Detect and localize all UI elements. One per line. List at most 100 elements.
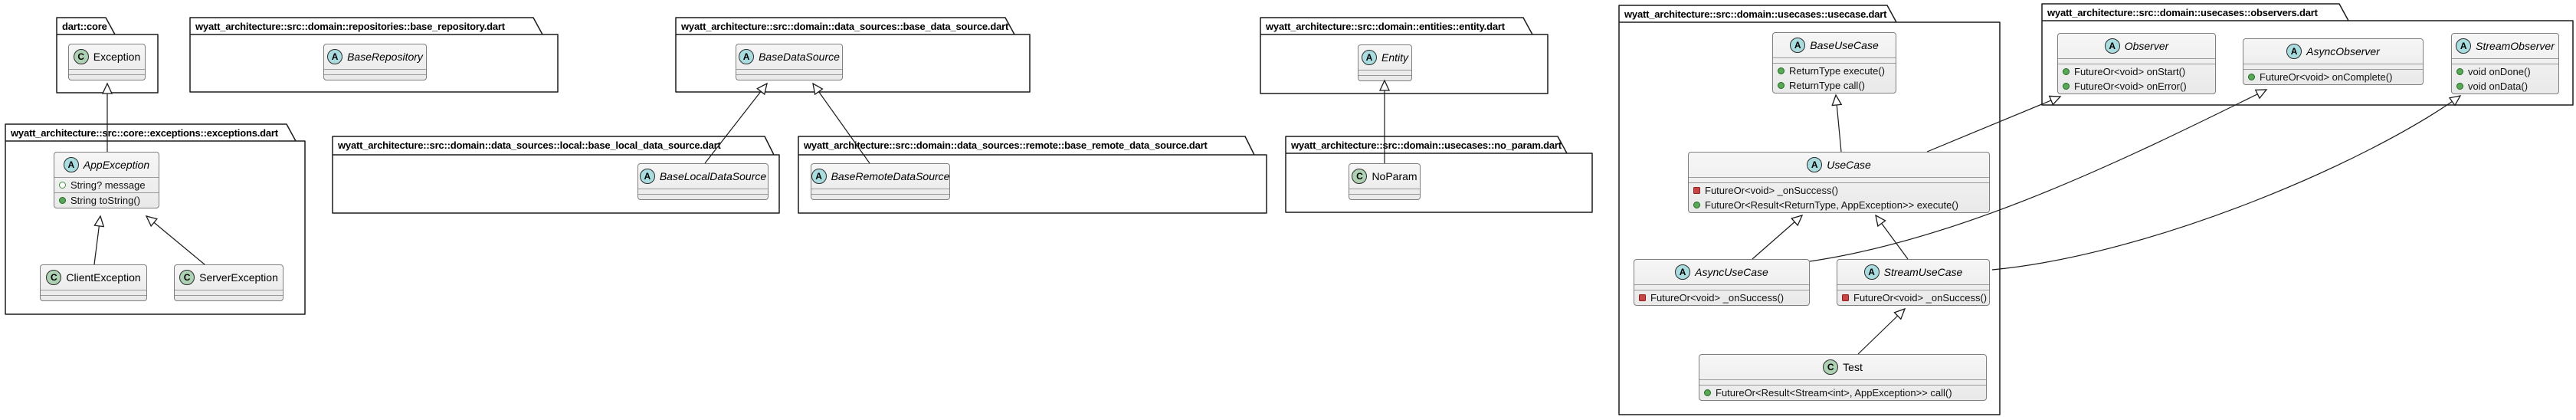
class-icon: C bbox=[73, 49, 89, 64]
fields-compartment bbox=[2452, 59, 2558, 64]
methods-compartment bbox=[1349, 195, 1420, 199]
class-icon: C bbox=[1352, 169, 1368, 184]
class-header: A BaseDataSource bbox=[736, 44, 842, 70]
class-box-client-exception: C ClientException bbox=[40, 264, 147, 301]
class-box-no-param: C NoParam bbox=[1349, 163, 1421, 200]
abstract-class-icon: A bbox=[1362, 50, 1377, 65]
abstract-class-icon: A bbox=[639, 169, 655, 184]
methods-compartment: FutureOr<void> onStart() FutureOr<void> … bbox=[2058, 64, 2215, 94]
fields-compartment bbox=[324, 70, 426, 75]
method: FutureOr<void> onError() bbox=[2058, 79, 2215, 94]
public-method-icon bbox=[2063, 83, 2070, 90]
package-title-dart-core: dart::core bbox=[62, 21, 107, 32]
methods-compartment: FutureOr<Result<Stream<int>, AppExceptio… bbox=[1699, 386, 1986, 400]
method: String toString() bbox=[54, 193, 159, 208]
public-method-icon bbox=[1778, 82, 1785, 89]
methods-compartment bbox=[175, 296, 283, 300]
class-header: A BaseRemoteDataSource bbox=[811, 164, 949, 189]
method: void onDone() bbox=[2452, 64, 2558, 79]
class-box-test: C Test FutureOr<Result<Stream<int>, AppE… bbox=[1699, 354, 1987, 401]
class-name: BaseRemoteDataSource bbox=[831, 170, 950, 182]
class-header: C Exception bbox=[69, 44, 145, 70]
abstract-class-icon: A bbox=[63, 157, 79, 172]
methods-compartment: ReturnType execute() ReturnType call() bbox=[1773, 64, 1896, 93]
package-title-no-param: wyatt_architecture::src::domain::usecase… bbox=[1291, 139, 1562, 151]
field: String? message bbox=[54, 178, 159, 192]
class-name: BaseRepository bbox=[347, 51, 423, 63]
class-header: A StreamUseCase bbox=[1837, 260, 1989, 285]
class-header: A Entity bbox=[1358, 45, 1411, 71]
class-box-entity: A Entity bbox=[1358, 44, 1412, 81]
abstract-class-icon: A bbox=[1863, 264, 1880, 280]
fields-compartment bbox=[1349, 189, 1420, 195]
class-name: AppException bbox=[83, 159, 150, 171]
method: FutureOr<void> onStart() bbox=[2058, 64, 2215, 79]
methods-compartment: void onDone() void onData() bbox=[2452, 64, 2558, 94]
methods-compartment bbox=[638, 195, 768, 199]
abstract-class-icon: A bbox=[811, 169, 827, 184]
abstract-class-icon: A bbox=[2286, 44, 2302, 59]
method: void onData() bbox=[2452, 79, 2558, 94]
fields-compartment bbox=[175, 290, 283, 296]
public-method-icon bbox=[59, 197, 66, 204]
method-signature: FutureOr<void> onError() bbox=[2074, 80, 2187, 92]
method-signature: FutureOr<Result<Stream<int>, AppExceptio… bbox=[1716, 387, 1952, 399]
public-method-icon bbox=[1693, 202, 1700, 208]
class-icon: C bbox=[179, 270, 195, 285]
class-header: A StreamObserver bbox=[2452, 34, 2558, 59]
class-box-base-data-source: A BaseDataSource bbox=[736, 44, 843, 80]
class-name: UseCase bbox=[1827, 159, 1871, 171]
method-signature: void onData() bbox=[2468, 80, 2528, 92]
class-box-base-remote-data-source: A BaseRemoteDataSource bbox=[811, 163, 950, 200]
package-title-local-data-source: wyatt_architecture::src::domain::data_so… bbox=[338, 139, 721, 151]
fields-compartment bbox=[2243, 64, 2423, 70]
method-signature: FutureOr<void> _onSuccess() bbox=[1705, 185, 1839, 196]
method-signature: FutureOr<Result<ReturnType, AppException… bbox=[1705, 199, 1958, 211]
public-method-icon bbox=[2063, 68, 2070, 75]
class-header: A AppException bbox=[54, 153, 159, 178]
class-box-server-exception: C ServerException bbox=[174, 264, 283, 301]
class-name: BaseLocalDataSource bbox=[659, 170, 767, 182]
abstract-class-icon: A bbox=[2456, 38, 2472, 54]
class-header: A Observer bbox=[2058, 34, 2215, 59]
class-icon: C bbox=[1823, 359, 1839, 375]
class-box-stream-observer: A StreamObserver void onDone() void onDa… bbox=[2451, 33, 2559, 94]
class-box-base-use-case: A BaseUseCase ReturnType execute() Retur… bbox=[1772, 32, 1896, 94]
fields-compartment bbox=[1699, 380, 1986, 386]
methods-compartment: FutureOr<void> _onSuccess() bbox=[1837, 290, 1989, 305]
fields-compartment bbox=[1773, 58, 1896, 64]
package-title-entity: wyatt_architecture::src::domain::entitie… bbox=[1266, 21, 1505, 32]
class-header: A BaseRepository bbox=[324, 44, 426, 70]
class-box-async-observer: A AsyncObserver FutureOr<void> onComplet… bbox=[2243, 38, 2424, 85]
methods-compartment bbox=[811, 195, 949, 199]
package-title-remote-data-source: wyatt_architecture::src::domain::data_so… bbox=[804, 139, 1208, 151]
fields-compartment bbox=[41, 290, 146, 296]
class-box-stream-use-case: A StreamUseCase FutureOr<void> _onSucces… bbox=[1837, 259, 1990, 306]
public-method-icon bbox=[2456, 83, 2463, 90]
fields-compartment: String? message bbox=[54, 178, 159, 193]
class-box-exception: C Exception bbox=[68, 44, 146, 80]
class-icon: C bbox=[46, 270, 62, 285]
class-header: A AsyncUseCase bbox=[1634, 260, 1809, 285]
class-header: A AsyncObserver bbox=[2243, 39, 2423, 64]
class-header: C Test bbox=[1699, 355, 1986, 380]
class-header: C ClientException bbox=[41, 265, 146, 290]
class-header: A BaseLocalDataSource bbox=[638, 164, 768, 189]
class-header: A BaseUseCase bbox=[1773, 33, 1896, 58]
package-title-observers: wyatt_architecture::src::domain::usecase… bbox=[2047, 7, 2318, 18]
method: ReturnType execute() bbox=[1773, 64, 1896, 78]
method-signature: void onDone() bbox=[2468, 66, 2531, 77]
class-header: C ServerException bbox=[175, 265, 283, 290]
public-method-icon bbox=[2248, 74, 2255, 80]
package-title-usecase: wyatt_architecture::src::domain::usecase… bbox=[1624, 8, 1887, 20]
method: FutureOr<Result<ReturnType, AppException… bbox=[1689, 198, 1989, 212]
method-signature: String toString() bbox=[70, 195, 141, 206]
public-method-icon bbox=[1778, 67, 1785, 74]
class-name: ServerException bbox=[199, 271, 278, 284]
public-method-icon bbox=[2456, 68, 2463, 75]
methods-compartment: FutureOr<void> _onSuccess() bbox=[1634, 290, 1809, 305]
methods-compartment: String toString() bbox=[54, 193, 159, 208]
field-signature: String? message bbox=[70, 179, 146, 191]
class-name: AsyncUseCase bbox=[1695, 266, 1768, 278]
class-name: Test bbox=[1843, 361, 1863, 373]
